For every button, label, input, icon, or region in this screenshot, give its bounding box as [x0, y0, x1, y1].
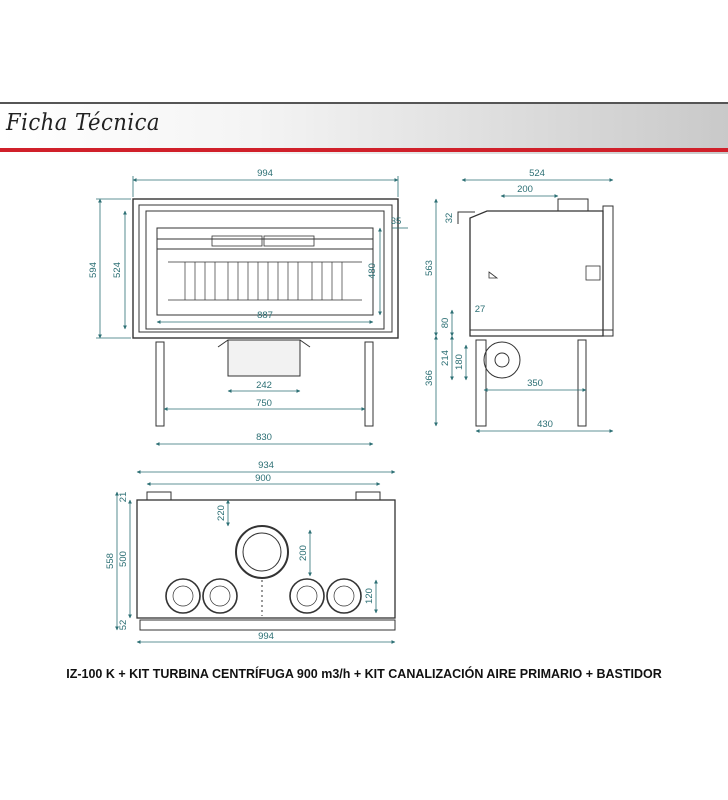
dim-top-934: 934: [258, 460, 274, 471]
side-leg-back: [577, 339, 587, 427]
front-leg-left: [155, 341, 165, 427]
dim-front-width: 994: [257, 168, 273, 179]
top-vent-3: [289, 578, 325, 614]
dim-side-height: 563: [424, 260, 435, 276]
dim-leg-outer: 830: [256, 432, 272, 443]
side-leg-front: [475, 339, 487, 427]
side-top-collar: [557, 198, 589, 212]
side-turbine: [483, 341, 521, 379]
dimension-labels: 994 594 524 480 887 35 242 750 830 524 2…: [88, 168, 553, 642]
dim-side-350: 350: [527, 378, 543, 389]
product-caption: IZ-100 K + KIT TURBINA CENTRÍFUGA 900 m3…: [66, 667, 662, 681]
header-red-rule: [0, 148, 728, 152]
dim-side-214: 214: [440, 350, 451, 366]
dim-top-994: 994: [258, 631, 274, 642]
dim-side-collar-offset: 32: [444, 213, 455, 224]
dim-top-52: 52: [118, 620, 129, 631]
dim-side-step: 27: [475, 304, 486, 315]
top-collar-outer: [235, 525, 289, 579]
dimension-lines: [96, 176, 614, 644]
dim-side-depth: 524: [529, 168, 545, 179]
side-frame: [602, 205, 614, 337]
page-title: Ficha Técnica: [6, 110, 160, 136]
front-outer-frame: [132, 198, 399, 339]
top-vent-2: [202, 578, 238, 614]
front-firebox: [145, 210, 385, 330]
dim-side-collar: 200: [517, 184, 533, 195]
dim-top-558: 558: [105, 553, 116, 569]
dim-top-900: 900: [255, 473, 271, 484]
dim-top-220: 220: [216, 505, 227, 521]
front-glass: [156, 227, 374, 316]
top-view: [136, 491, 396, 631]
dim-leg-inner: 750: [256, 398, 272, 409]
front-inner-frame: [138, 204, 393, 333]
side-body: [469, 210, 604, 337]
dim-side-80: 80: [440, 318, 451, 329]
dim-top-200: 200: [298, 545, 309, 561]
side-view: [457, 198, 614, 427]
dim-top-offset: 35: [391, 216, 402, 227]
dim-side-leg: 366: [424, 370, 435, 386]
dim-glass-width: 887: [257, 310, 273, 321]
top-frame: [136, 499, 396, 619]
top-vent-1: [165, 578, 201, 614]
dim-top-120: 120: [364, 588, 375, 604]
front-leg-right: [364, 341, 374, 427]
top-vent-4: [326, 578, 362, 614]
dim-glass-height: 480: [367, 263, 378, 279]
dim-duct-width: 242: [256, 380, 272, 391]
header-band: [0, 102, 728, 154]
dim-top-500: 500: [118, 551, 129, 567]
dim-side-430: 430: [537, 419, 553, 430]
top-front-lip: [139, 619, 396, 631]
front-view: [132, 198, 399, 427]
dim-front-height-inner: 524: [112, 262, 123, 278]
dim-top-21: 21: [118, 492, 129, 503]
dim-front-height: 594: [88, 262, 99, 278]
dim-side-180: 180: [454, 354, 465, 370]
front-turbine-duct: [227, 339, 301, 377]
